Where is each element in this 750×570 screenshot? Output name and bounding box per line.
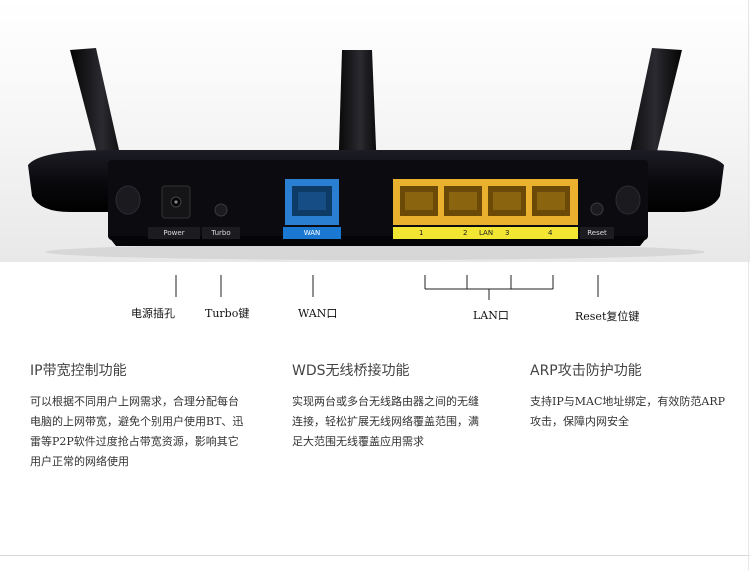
- callout-reset: Reset复位键: [575, 310, 640, 323]
- feature-description: 可以根据不同用户上网需求，合理分配每台 电脑的上网带宽，避免个别用户使用BT、迅…: [30, 395, 244, 468]
- wan-strip: [283, 227, 341, 239]
- reset-port-label: Reset: [587, 229, 607, 237]
- lan-label: LAN: [479, 229, 494, 237]
- lan-number-1: 1: [419, 229, 424, 237]
- lan-number-4: 4: [548, 229, 553, 237]
- lan-number-3: 3: [505, 229, 510, 237]
- wan-port-label: WAN: [303, 229, 321, 237]
- floor-shadow: [45, 244, 705, 260]
- lan-number-2: 2: [463, 229, 468, 237]
- feature-wds-bridge: WDS无线桥接功能 实现两台或多台无线路由器之间的无缝 连接，轻松扩展无线网络覆…: [292, 360, 522, 452]
- lan-port-labels: 1 2 LAN 3 4: [393, 228, 578, 238]
- callout-lan: LAN口: [473, 309, 509, 322]
- power-port-label: Power: [163, 229, 185, 237]
- router-back-illustration: [28, 48, 724, 260]
- lan-strip: [393, 227, 578, 239]
- callout-lines: [175, 275, 599, 300]
- feature-title: ARP攻击防护功能: [530, 363, 642, 379]
- feature-ip-bandwidth: IP带宽控制功能 可以根据不同用户上网需求，合理分配每台 电脑的上网带宽，避免个…: [30, 360, 260, 472]
- callout-turbo: Turbo键: [205, 307, 250, 320]
- feature-description: 支持IP与MAC地址绑定，有效防范ARP 攻击，保障内网安全: [530, 395, 725, 428]
- router-photo: Power Turbo WAN 1 2 LAN 3 4 Reset: [0, 0, 750, 262]
- feature-title: WDS无线桥接功能: [292, 363, 410, 379]
- right-border: [748, 0, 749, 570]
- feature-description: 实现两台或多台无线路由器之间的无缝 连接，轻松扩展无线网络覆盖范围，满 足大范围…: [292, 395, 479, 448]
- callout-wan: WAN口: [298, 307, 338, 320]
- feature-title: IP带宽控制功能: [30, 363, 127, 379]
- turbo-port-label: Turbo: [211, 229, 231, 237]
- callout-power: 电源插孔: [131, 307, 175, 320]
- bottom-divider: [0, 555, 750, 556]
- feature-arp-protection: ARP攻击防护功能 支持IP与MAC地址绑定，有效防范ARP 攻击，保障内网安全: [530, 360, 735, 432]
